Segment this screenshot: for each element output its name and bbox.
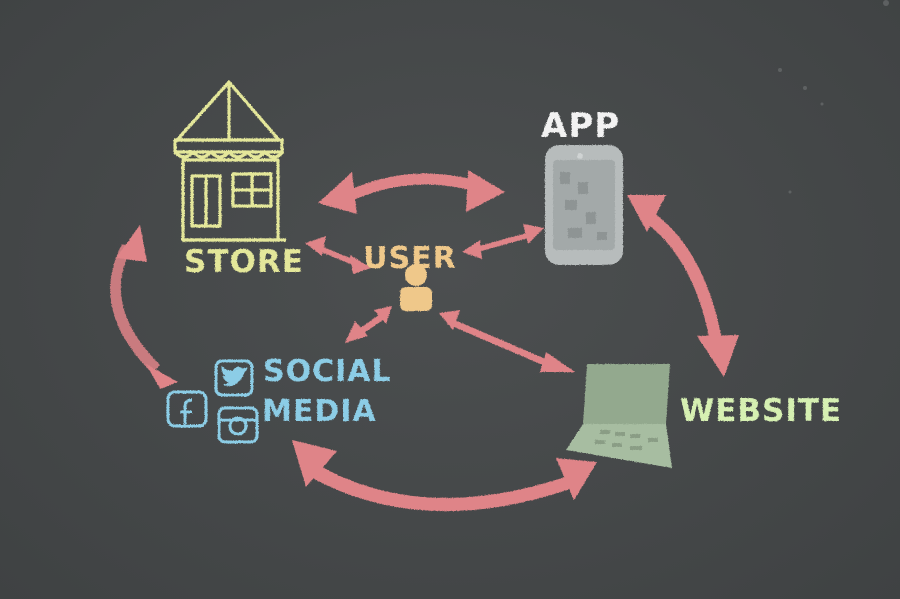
arrow-user-store bbox=[305, 236, 371, 274]
arrow-user-website bbox=[439, 310, 575, 372]
social-media-node: SOCIAL MEDIA bbox=[166, 354, 392, 444]
social-label: SOCIAL bbox=[263, 354, 392, 389]
app-label: APP bbox=[541, 106, 620, 146]
facebook-icon bbox=[166, 390, 208, 428]
arrow-store-social bbox=[110, 225, 178, 389]
website-node: WEBSITE bbox=[566, 364, 842, 468]
website-label: WEBSITE bbox=[680, 393, 842, 429]
app-node: APP bbox=[541, 106, 623, 265]
phone-icon bbox=[545, 145, 623, 265]
twitter-icon bbox=[214, 359, 254, 397]
arrow-user-social bbox=[345, 306, 392, 343]
arrow-social-website bbox=[292, 440, 597, 512]
chalk-smudges bbox=[778, 0, 889, 194]
media-label: MEDIA bbox=[262, 394, 377, 429]
store-node: STORE bbox=[173, 80, 304, 280]
house-icon bbox=[173, 80, 286, 242]
arrow-app-website bbox=[627, 195, 739, 377]
instagram-icon bbox=[217, 406, 259, 444]
arrow-user-app bbox=[462, 224, 544, 259]
store-label: STORE bbox=[184, 244, 304, 280]
arrows bbox=[110, 170, 739, 512]
user-icon bbox=[400, 264, 432, 311]
user-node: USER bbox=[363, 241, 456, 311]
laptop-icon bbox=[566, 364, 672, 468]
arrow-store-app bbox=[318, 170, 505, 214]
